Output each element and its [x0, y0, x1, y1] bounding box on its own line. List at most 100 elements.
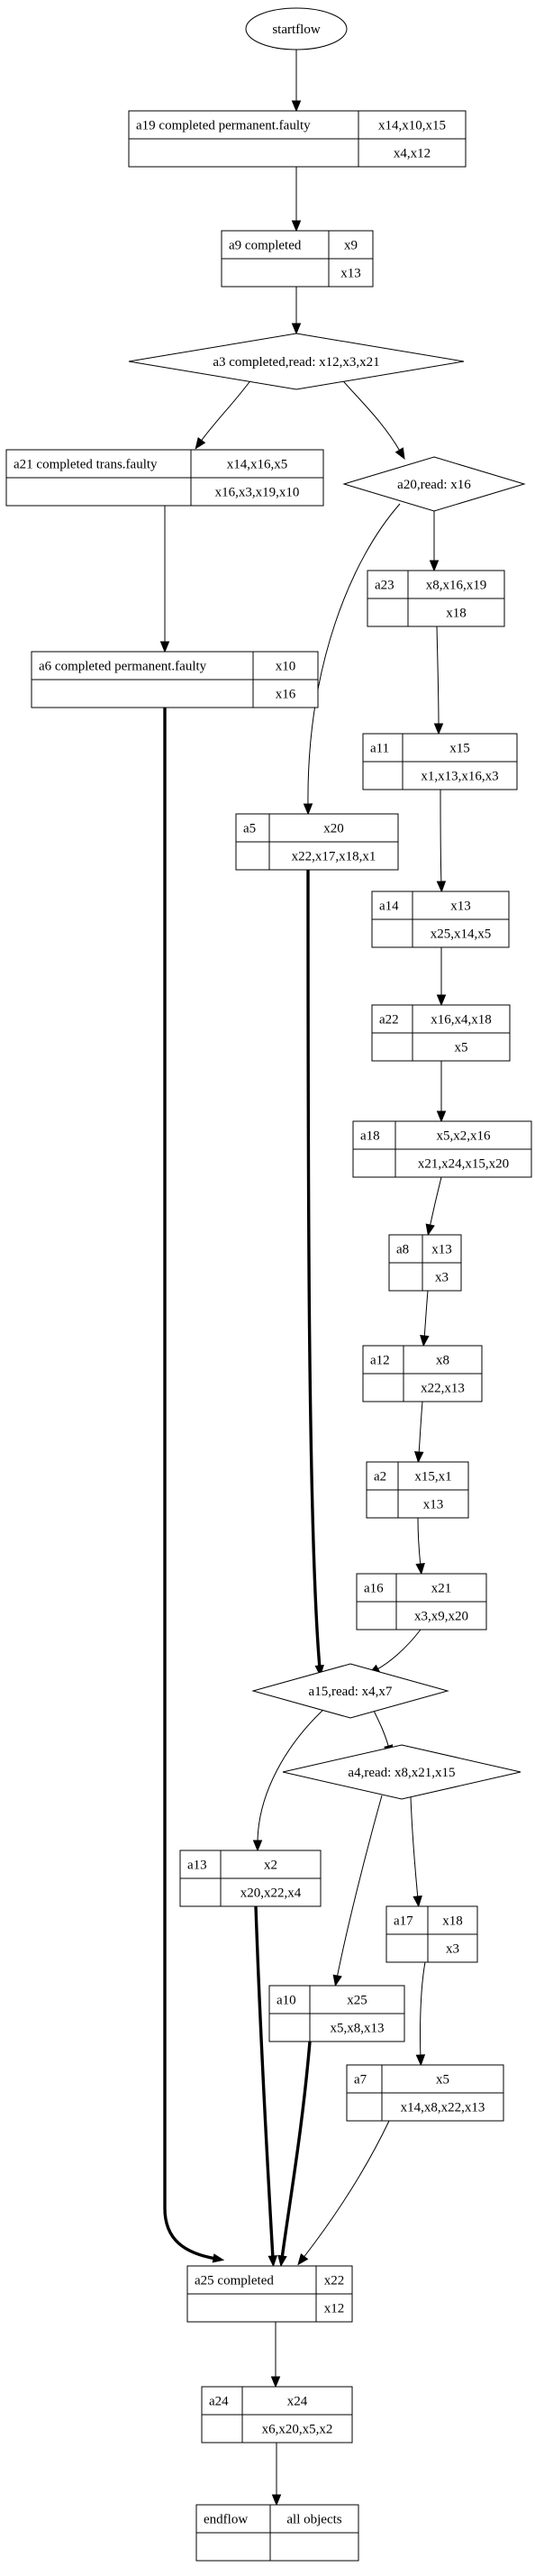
arrowhead [297, 2253, 309, 2266]
node-top-cell: x15,x1 [414, 1470, 451, 1484]
edge-a4-to-a17 [410, 1796, 422, 1908]
edge-line [254, 1905, 275, 2260]
arrowhead [270, 2376, 281, 2389]
node-label: a3 completed,read: x12,x3,x21 [213, 355, 379, 370]
node-name: a19 completed permanent.faulty [136, 119, 311, 133]
arrowhead [433, 723, 444, 735]
node-bottom-cell: x14,x8,x22,x13 [401, 2101, 485, 2115]
arrowhead [195, 437, 206, 450]
edge-startflow-to-a19 [291, 50, 302, 113]
edge-a9-to-a3 [291, 287, 302, 335]
arrowhead [159, 641, 170, 653]
node-bottom-cell: x20,x22,x4 [240, 1886, 302, 1901]
node-top-cell: x24 [287, 2395, 308, 2409]
edge-a2-to-a16 [415, 1517, 425, 1576]
edge-line [429, 1176, 442, 1229]
edge-a8-to-a12 [420, 1290, 430, 1347]
node-a15: a15,read: x4,x7 [251, 1663, 449, 1719]
node-name: a23 [375, 579, 394, 593]
arrowhead [277, 2254, 287, 2268]
node-bottom-cell: x1,x13,x16,x3 [421, 770, 498, 784]
node-name: a14 [379, 900, 399, 914]
edge-line [418, 1401, 423, 1456]
node-label: a20,read: x16 [397, 478, 471, 492]
node-name: a11 [370, 742, 389, 756]
node-a4: a4,read: x8,x21,x15 [282, 1744, 521, 1800]
edge-a14-to-a22 [436, 947, 447, 1007]
node-shape [342, 456, 526, 512]
node-bottom-cell: x4,x12 [394, 147, 431, 161]
edge-a19-to-a9 [291, 167, 302, 233]
edge-line [199, 375, 255, 443]
node-name: a12 [370, 1354, 390, 1368]
node-label: a15,read: x4,x7 [309, 1685, 393, 1699]
node-name: a13 [187, 1859, 207, 1873]
edge-line [440, 789, 442, 885]
node-label: a4,read: x8,x21,x15 [348, 1766, 455, 1780]
node-top-cell: x8 [436, 1354, 449, 1368]
node-top-cell: x9 [344, 239, 358, 253]
arrowhead [291, 100, 302, 113]
arrowhead [436, 1110, 447, 1123]
node-name: a24 [209, 2395, 229, 2409]
edge-a23-to-a11 [433, 626, 444, 735]
arrowhead [332, 1974, 342, 1987]
edge-line [423, 1290, 429, 1339]
node-bottom-cell: x5 [455, 1041, 468, 1055]
node-bottom-cell: x12 [324, 2302, 345, 2316]
edge-a13-to-a25 [254, 1905, 278, 2268]
node-a12: a12 x8 x22,x13 [362, 1345, 483, 1402]
node-top-cell: all objects [286, 2513, 341, 2527]
arrowhead [429, 560, 440, 572]
edge-line [417, 1517, 422, 1567]
node-name: a25 completed [195, 2274, 274, 2288]
node-bottom-cell: x16,x3,x19,x10 [215, 486, 300, 500]
node-top-cell: x14,x10,x15 [378, 119, 446, 133]
node-bottom-cell: x22,x17,x18,x1 [292, 850, 376, 864]
arrowhead [268, 2255, 278, 2268]
edge-line [336, 1795, 383, 1979]
arrowhead [271, 2494, 282, 2507]
node-top-cell: x14,x16,x5 [227, 458, 288, 472]
arrowhead [425, 1223, 435, 1237]
edge-line [257, 1707, 326, 1844]
arrowhead [314, 1665, 324, 1677]
edge-a17-to-a7 [415, 1961, 426, 2067]
node-bottom-cell: x18 [446, 607, 467, 621]
node-name: a8 [396, 1243, 409, 1257]
edge-a3-to-a20 [338, 375, 405, 461]
arrowhead [415, 1563, 425, 1576]
edge-a16-to-a15 [367, 1629, 422, 1675]
node-shape [251, 1663, 449, 1719]
node-top-cell: x18 [442, 1914, 463, 1929]
edge-a25-to-a24 [270, 2322, 281, 2389]
edge-line [280, 2041, 312, 2260]
edge-line [307, 503, 401, 808]
node-bottom-cell: x22,x13 [421, 1382, 465, 1396]
node-top-cell: x25 [347, 1994, 367, 2008]
edge-line [372, 1708, 390, 1749]
edges-layer [159, 50, 447, 2507]
node-shape [128, 333, 465, 390]
arrowhead [394, 447, 405, 461]
arrowhead [415, 2054, 426, 2067]
edge-line [338, 375, 402, 453]
node-top-cell: x21 [431, 1582, 452, 1596]
node-label: startflow [272, 23, 320, 37]
node-bottom-cell: x3 [446, 1942, 459, 1957]
edge-line [420, 1961, 426, 2059]
node-name: a2 [374, 1470, 386, 1484]
